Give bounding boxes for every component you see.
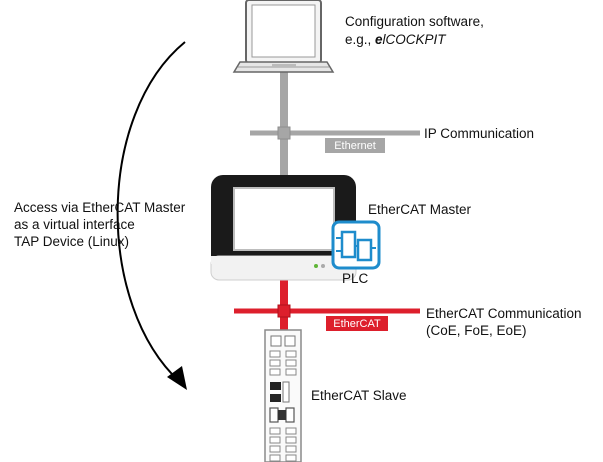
laptop-icon xyxy=(232,0,335,73)
slave-label: EtherCAT Slave xyxy=(311,388,407,403)
software-brand-e: e xyxy=(375,32,383,47)
ethercat-tag: EtherCAT xyxy=(333,318,381,330)
software-label-prefix: e.g., xyxy=(345,32,376,47)
ethercat-connection xyxy=(234,280,420,331)
ethernet-connection xyxy=(250,72,420,178)
ethernet-tag: Ethernet xyxy=(334,140,376,152)
plc-label: PLC xyxy=(342,271,369,286)
access-label-line2: as a virtual interface xyxy=(14,217,135,232)
access-label-line1: Access via EtherCAT Master xyxy=(14,200,186,215)
plc-module-icon xyxy=(331,220,381,270)
access-label-line3: TAP Device (Linux) xyxy=(14,234,130,249)
software-brand-name: lCOCKPIT xyxy=(382,32,446,47)
master-label: EtherCAT Master xyxy=(368,202,472,217)
ethercat-communication-label-line1: EtherCAT Communication xyxy=(426,306,582,321)
software-label-line1: Configuration software, xyxy=(345,14,484,29)
software-label-line2: e.g., elCOCKPIT xyxy=(345,31,446,48)
curved-arrow-icon xyxy=(116,41,187,390)
ip-communication-label: IP Communication xyxy=(424,126,535,141)
touch-panel-icon xyxy=(210,175,357,281)
io-module-icon xyxy=(264,329,302,462)
ethercat-communication-label-line2: (CoE, FoE, EoE) xyxy=(426,323,527,338)
